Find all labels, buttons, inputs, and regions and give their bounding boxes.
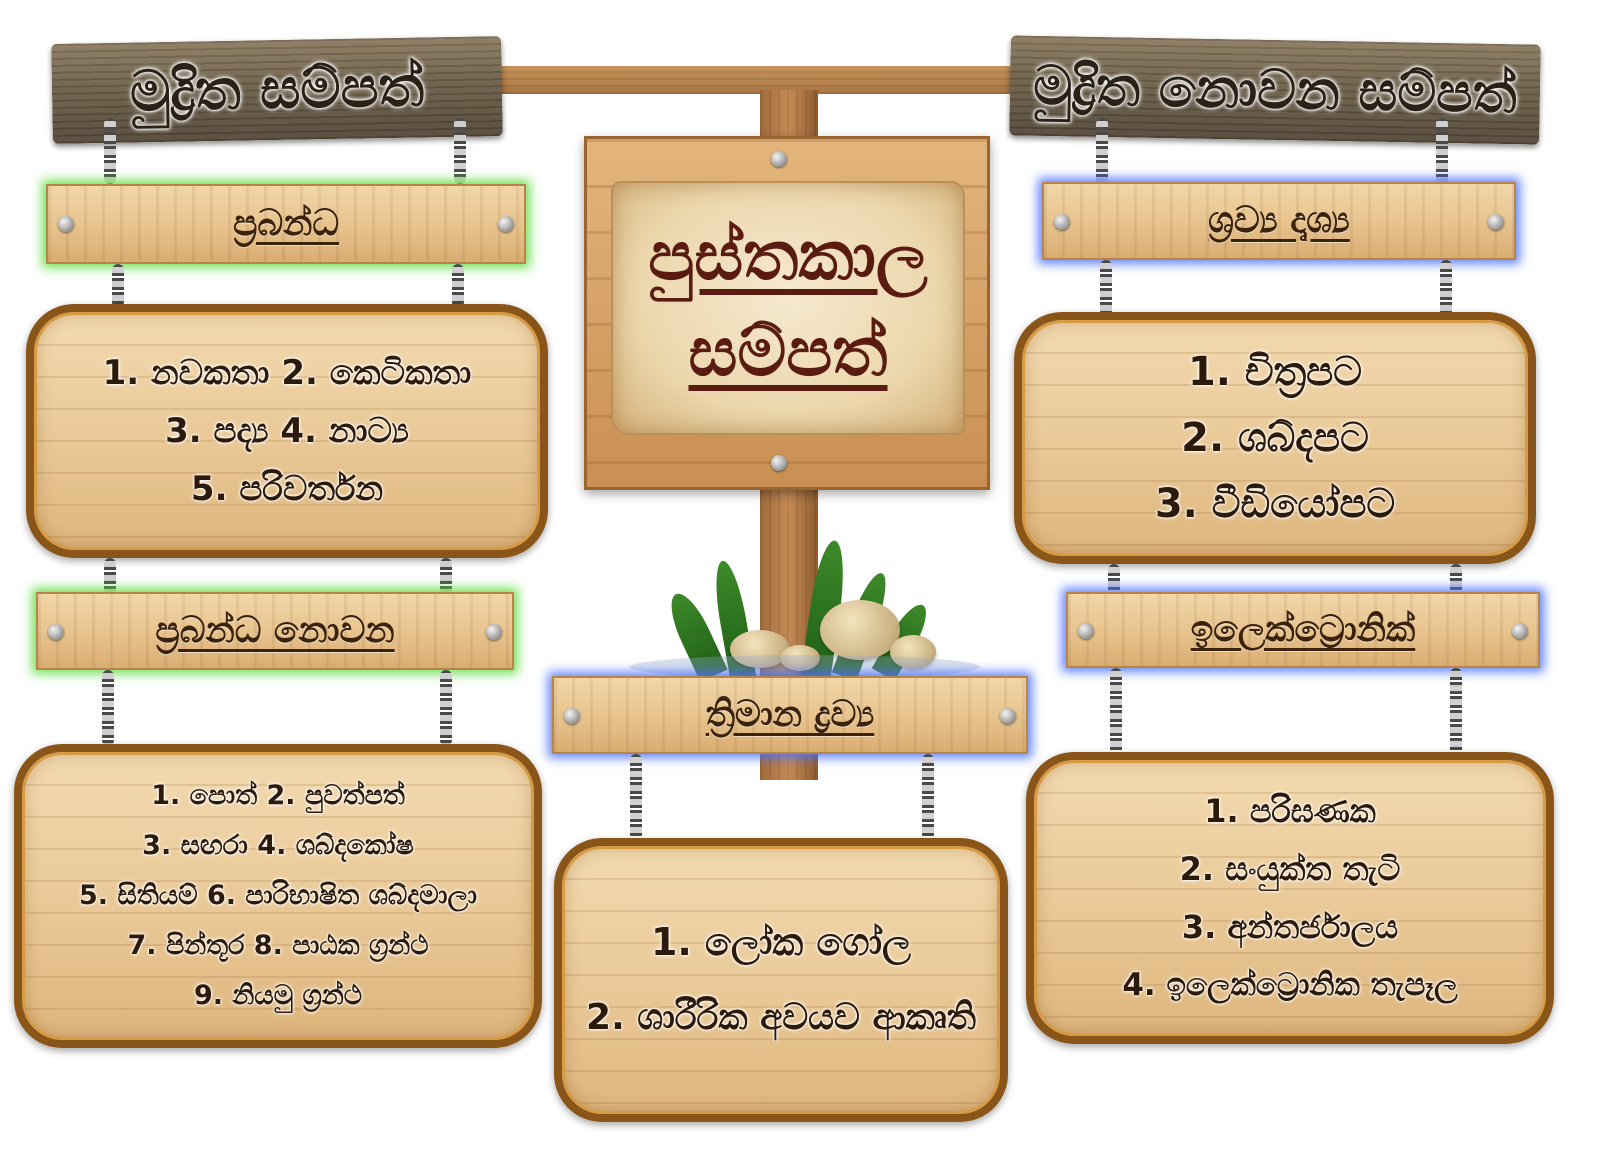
- chain: [104, 558, 116, 594]
- screw: [1054, 214, 1070, 230]
- chain: [1096, 118, 1108, 184]
- screw: [48, 624, 64, 640]
- audio-visual-items-board: 1. චිත්‍රපට 2. ශබ්දපට 3. වීඩියෝපට: [1014, 312, 1536, 564]
- printed-resources-header: මුද්‍රිත සම්පත්: [51, 36, 503, 144]
- grass-mound: [640, 520, 960, 690]
- screw: [564, 708, 580, 724]
- non-printed-resources-title: මුද්‍රිත නොවන සම්පත්: [1032, 53, 1518, 126]
- audio-visual-label-plank: ශ්‍රව්‍ය දෘශ්‍ය: [1042, 182, 1516, 260]
- screw: [1078, 623, 1094, 639]
- center-title-line2: සම්පත්: [688, 313, 888, 392]
- chain: [1450, 668, 1462, 756]
- list-item: 2. ශබ්දපට: [1181, 415, 1369, 461]
- electronic-items-board: 1. පරිඝණක 2. සංයුක්ත තැටි 3. අන්තර්ජාලය …: [1026, 752, 1554, 1044]
- list-item: 1. ලෝක ගෝල: [650, 920, 912, 964]
- chain: [1436, 118, 1448, 184]
- list-item: 9. නියමු ග්‍රන්ථ: [193, 980, 363, 1011]
- three-d-label-plank: ත්‍රිමාන ද්‍රව්‍ය: [552, 676, 1028, 754]
- screw: [1000, 708, 1016, 724]
- printed-resources-title: මුද්‍රිත සම්පත්: [129, 54, 425, 125]
- three-d-items-board: 1. ලෝක ගෝල 2. ශාරීරික අවයව ආකෘති: [554, 838, 1008, 1122]
- screw: [1512, 623, 1528, 639]
- list-item: 1. චිත්‍රපට: [1187, 349, 1363, 395]
- center-title-line1: පුස්තකාල: [648, 217, 928, 296]
- non-fiction-label-plank: ප්‍රබන්ධ නොවන: [36, 592, 514, 670]
- list-item: 5. සිතියම් 6. පාරිභාෂිත ශබ්දමාලා: [78, 880, 478, 911]
- non-printed-resources-header: මුද්‍රිත නොවන සම්පත්: [1009, 35, 1541, 145]
- chain: [112, 264, 124, 308]
- electronic-label-plank: ඉලෙක්ට්‍රොනික්: [1066, 592, 1540, 668]
- fiction-items-board: 1. නවකතා 2. කෙටිකතා 3. පද්‍ය 4. නාට්‍ය 5…: [26, 304, 548, 558]
- list-item: 1. පොත් 2. පුවත්පත්: [151, 780, 405, 811]
- chain: [1110, 668, 1122, 756]
- screw: [771, 151, 787, 167]
- audio-visual-label: ශ්‍රව්‍ය දෘශ්‍ය: [1208, 200, 1350, 241]
- fiction-label-plank: ප්‍රබන්ධ: [46, 184, 526, 264]
- center-sign-frame: පුස්තකාල සම්පත්: [584, 136, 990, 490]
- chain: [452, 264, 464, 308]
- screw: [498, 216, 514, 232]
- chain: [454, 118, 466, 184]
- ground-shadow: [630, 655, 980, 679]
- chain: [1100, 260, 1112, 316]
- screw: [58, 216, 74, 232]
- list-item: 3. සඟරා 4. ශබ්දකෝෂ: [142, 830, 414, 861]
- list-item: 5. පරිවර්තන: [190, 469, 384, 509]
- chain: [630, 754, 642, 840]
- list-item: 1. පරිඝණක: [1204, 792, 1376, 830]
- list-item: 4. ඉලෙක්ට්‍රොනික තැපෑල: [1122, 967, 1458, 1003]
- chain: [440, 558, 452, 594]
- screw: [1488, 214, 1504, 230]
- screw: [486, 624, 502, 640]
- list-item: 2. ශාරීරික අවයව ආකෘති: [586, 997, 976, 1038]
- chain: [102, 670, 114, 746]
- chain: [104, 118, 116, 184]
- three-d-label: ත්‍රිමාන ද්‍රව්‍ය: [705, 694, 875, 735]
- chain: [1450, 564, 1462, 594]
- non-fiction-label: ප්‍රබන්ධ නොවන: [155, 610, 395, 651]
- electronic-label: ඉලෙක්ට්‍රොනික්: [1190, 609, 1416, 650]
- list-item: 3. වීඩියෝපට: [1154, 481, 1396, 527]
- chain: [1108, 564, 1120, 594]
- screw: [771, 455, 787, 471]
- chain: [440, 670, 452, 746]
- list-item: 7. පින්තූර 8. පාඨක ග්‍රන්ථ: [127, 930, 429, 961]
- list-item: 3. පද්‍ය 4. නාට්‍ය: [165, 411, 409, 451]
- list-item: 3. අන්තර්ජාලය: [1181, 908, 1399, 946]
- chain: [922, 754, 934, 840]
- list-item: 2. සංයුක්ත තැටි: [1179, 850, 1401, 888]
- chain: [1440, 260, 1452, 316]
- list-item: 1. නවකතා 2. කෙටිකතා: [102, 353, 472, 393]
- center-parchment: පුස්තකාල සම්පත්: [611, 181, 965, 435]
- fiction-label: ප්‍රබන්ධ: [232, 203, 340, 244]
- non-fiction-items-board: 1. පොත් 2. පුවත්පත් 3. සඟරා 4. ශබ්දකෝෂ 5…: [14, 744, 542, 1048]
- top-beam: [470, 66, 1070, 94]
